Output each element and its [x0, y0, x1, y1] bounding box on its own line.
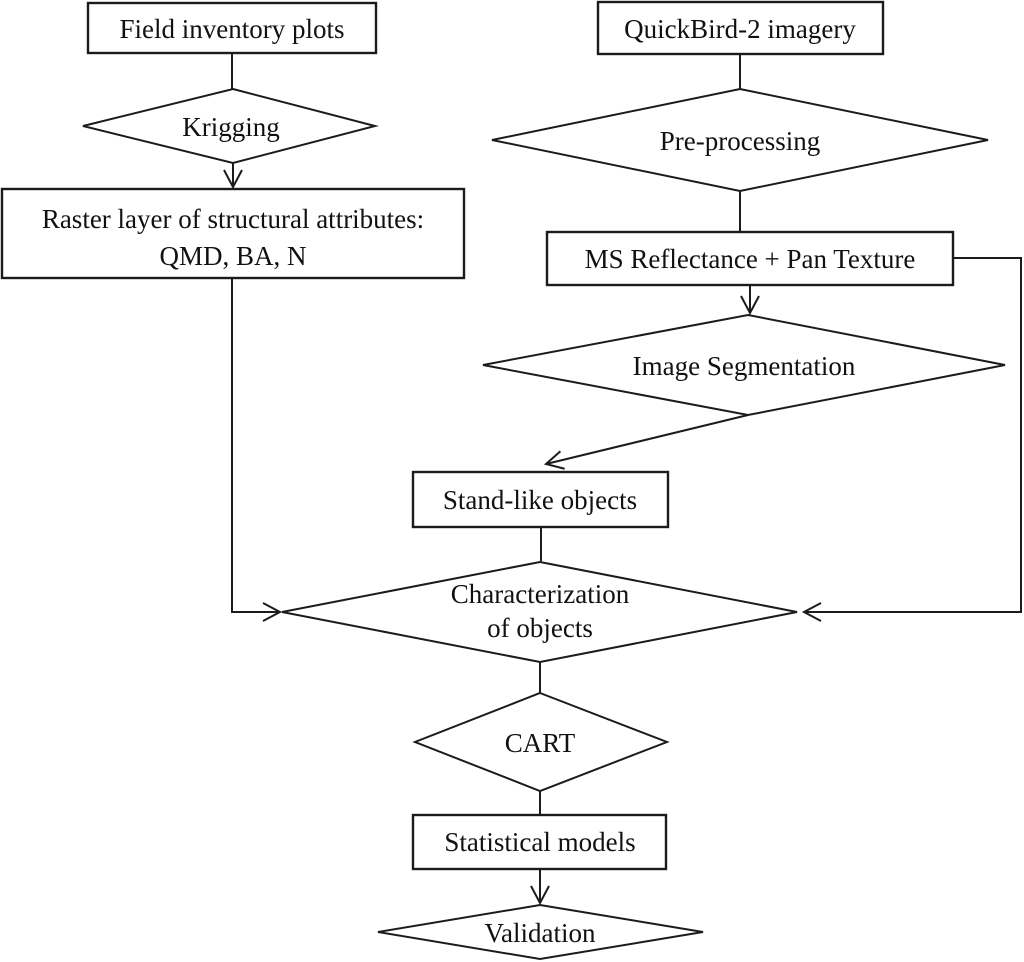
- node-raster-layer: Raster layer of structural attributes: Q…: [0, 187, 466, 280]
- node-cart: CART: [412, 691, 670, 793]
- ms-reflectance-pan-texture-label: MS Reflectance + Pan Texture: [585, 244, 916, 274]
- image-segmentation-diamond: [482, 313, 1006, 417]
- node-stand-like-objects: Stand-like objects: [411, 470, 670, 529]
- node-statistical-models: Statistical models: [411, 813, 668, 871]
- preprocessing-label: Pre-processing: [660, 126, 820, 156]
- field-inventory-plots-box: [86, 1, 378, 55]
- node-quickbird-imagery: QuickBird-2 imagery: [596, 0, 885, 56]
- field-inventory-plots-label: Field inventory plots: [120, 14, 345, 44]
- statistical-models-label: Statistical models: [444, 827, 635, 857]
- node-krigging: Krigging: [82, 87, 379, 165]
- krigging-label: Krigging: [182, 112, 280, 142]
- node-validation: Validation: [377, 903, 704, 961]
- edge-ms-to-characterization: [801, 257, 1022, 622]
- stand-like-objects-box: [411, 470, 670, 529]
- edges: [223, 53, 1022, 906]
- quickbird-imagery-box: [596, 0, 885, 56]
- raster-layer-label-line1: Raster layer of structural attributes:: [42, 204, 424, 234]
- characterization-label-line2: of objects: [487, 613, 593, 643]
- preprocessing-diamond: [491, 87, 989, 193]
- node-characterization-of-objects: Characterization of objects: [281, 560, 798, 664]
- characterization-label-line1: Characterization: [451, 579, 630, 609]
- ms-reflectance-pan-texture-box: [545, 230, 955, 287]
- raster-layer-box: [0, 187, 466, 280]
- stand-like-objects-label: Stand-like objects: [443, 485, 637, 515]
- node-field-inventory-plots: Field inventory plots: [86, 1, 378, 55]
- node-image-segmentation: Image Segmentation: [482, 313, 1006, 417]
- node-ms-reflectance-pan-texture: MS Reflectance + Pan Texture: [545, 230, 955, 287]
- quickbird-imagery-label: QuickBird-2 imagery: [624, 14, 856, 44]
- node-preprocessing: Pre-processing: [491, 87, 989, 193]
- edge-raster-to-characterization: [231, 278, 283, 622]
- edge-imageseg-to-standlike: [543, 414, 749, 470]
- cart-diamond: [412, 691, 670, 793]
- characterization-diamond: [281, 560, 798, 664]
- cart-label: CART: [505, 728, 576, 758]
- krigging-diamond: [82, 87, 379, 165]
- validation-diamond: [377, 903, 704, 961]
- statistical-models-box: [411, 813, 668, 871]
- raster-layer-label-line2: QMD, BA, N: [159, 241, 306, 271]
- validation-label: Validation: [485, 918, 596, 948]
- image-segmentation-label: Image Segmentation: [633, 351, 856, 381]
